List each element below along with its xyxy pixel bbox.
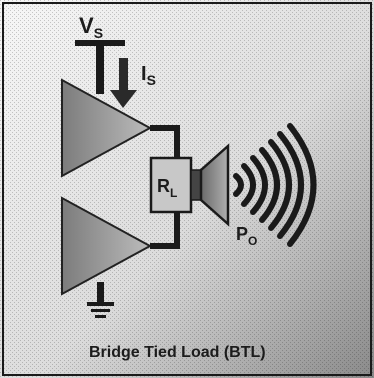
- output-power-subscript: O: [248, 234, 257, 248]
- supply-voltage-label: VS: [79, 13, 103, 41]
- figure-caption: Bridge Tied Load (BTL): [89, 344, 266, 361]
- supply-current-symbol: I: [141, 63, 147, 85]
- supply-voltage-symbol: V: [79, 13, 94, 38]
- load-wiring: [150, 125, 180, 249]
- load-resistance-symbol: R: [157, 176, 170, 196]
- load-resistance-label: RL: [157, 176, 177, 200]
- lower-amplifier: [61, 196, 153, 296]
- sound-waves: [233, 123, 317, 247]
- ground-symbol: [87, 282, 114, 318]
- load-resistance-subscript: L: [170, 186, 177, 200]
- output-power-label: PO: [236, 224, 257, 248]
- upper-amplifier: [61, 78, 153, 178]
- supply-rail: [75, 40, 125, 94]
- supply-current-subscript: S: [147, 72, 156, 88]
- supply-current-label: IS: [141, 63, 156, 88]
- current-arrow: [110, 58, 137, 108]
- speaker-icon: [190, 143, 230, 227]
- supply-voltage-subscript: S: [94, 25, 103, 41]
- output-power-symbol: P: [236, 224, 248, 244]
